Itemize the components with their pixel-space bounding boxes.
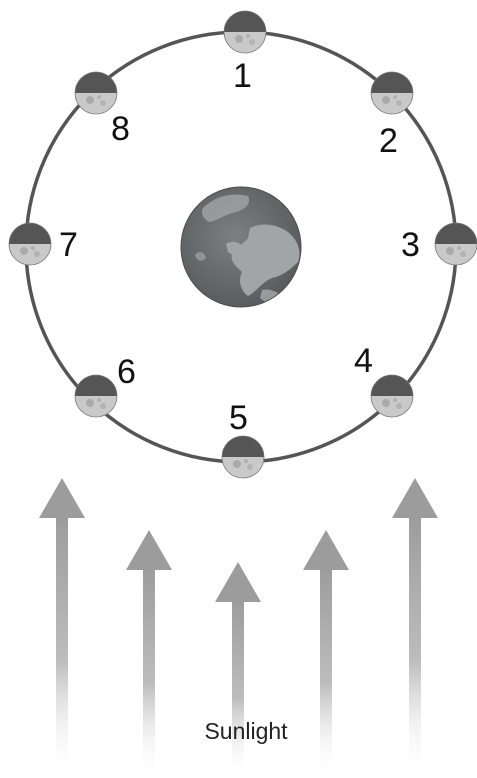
position-number-3: 3 xyxy=(401,226,420,264)
position-number-7: 7 xyxy=(59,226,78,264)
moon-icon xyxy=(435,223,477,265)
moon-icon xyxy=(224,11,266,53)
sunlight-arrow xyxy=(126,530,172,778)
sunlight-arrow xyxy=(392,478,438,778)
moon-icon xyxy=(222,436,264,478)
moon-icon xyxy=(75,375,117,417)
moon-icon xyxy=(9,223,51,265)
earth-icon xyxy=(181,187,301,307)
position-number-2: 2 xyxy=(379,122,398,160)
position-number-6: 6 xyxy=(117,353,136,391)
position-number-1: 1 xyxy=(233,57,252,95)
sunlight-arrow xyxy=(39,478,85,778)
position-number-5: 5 xyxy=(229,399,248,437)
position-number-4: 4 xyxy=(354,342,373,380)
moon-icon xyxy=(75,72,117,114)
sunlight-arrow xyxy=(215,562,261,778)
sunlight-label: Sunlight xyxy=(204,718,288,744)
moon-icon xyxy=(371,375,413,417)
position-number-8: 8 xyxy=(111,110,130,148)
sunlight-arrow xyxy=(303,530,349,778)
moon-icon xyxy=(371,72,413,114)
